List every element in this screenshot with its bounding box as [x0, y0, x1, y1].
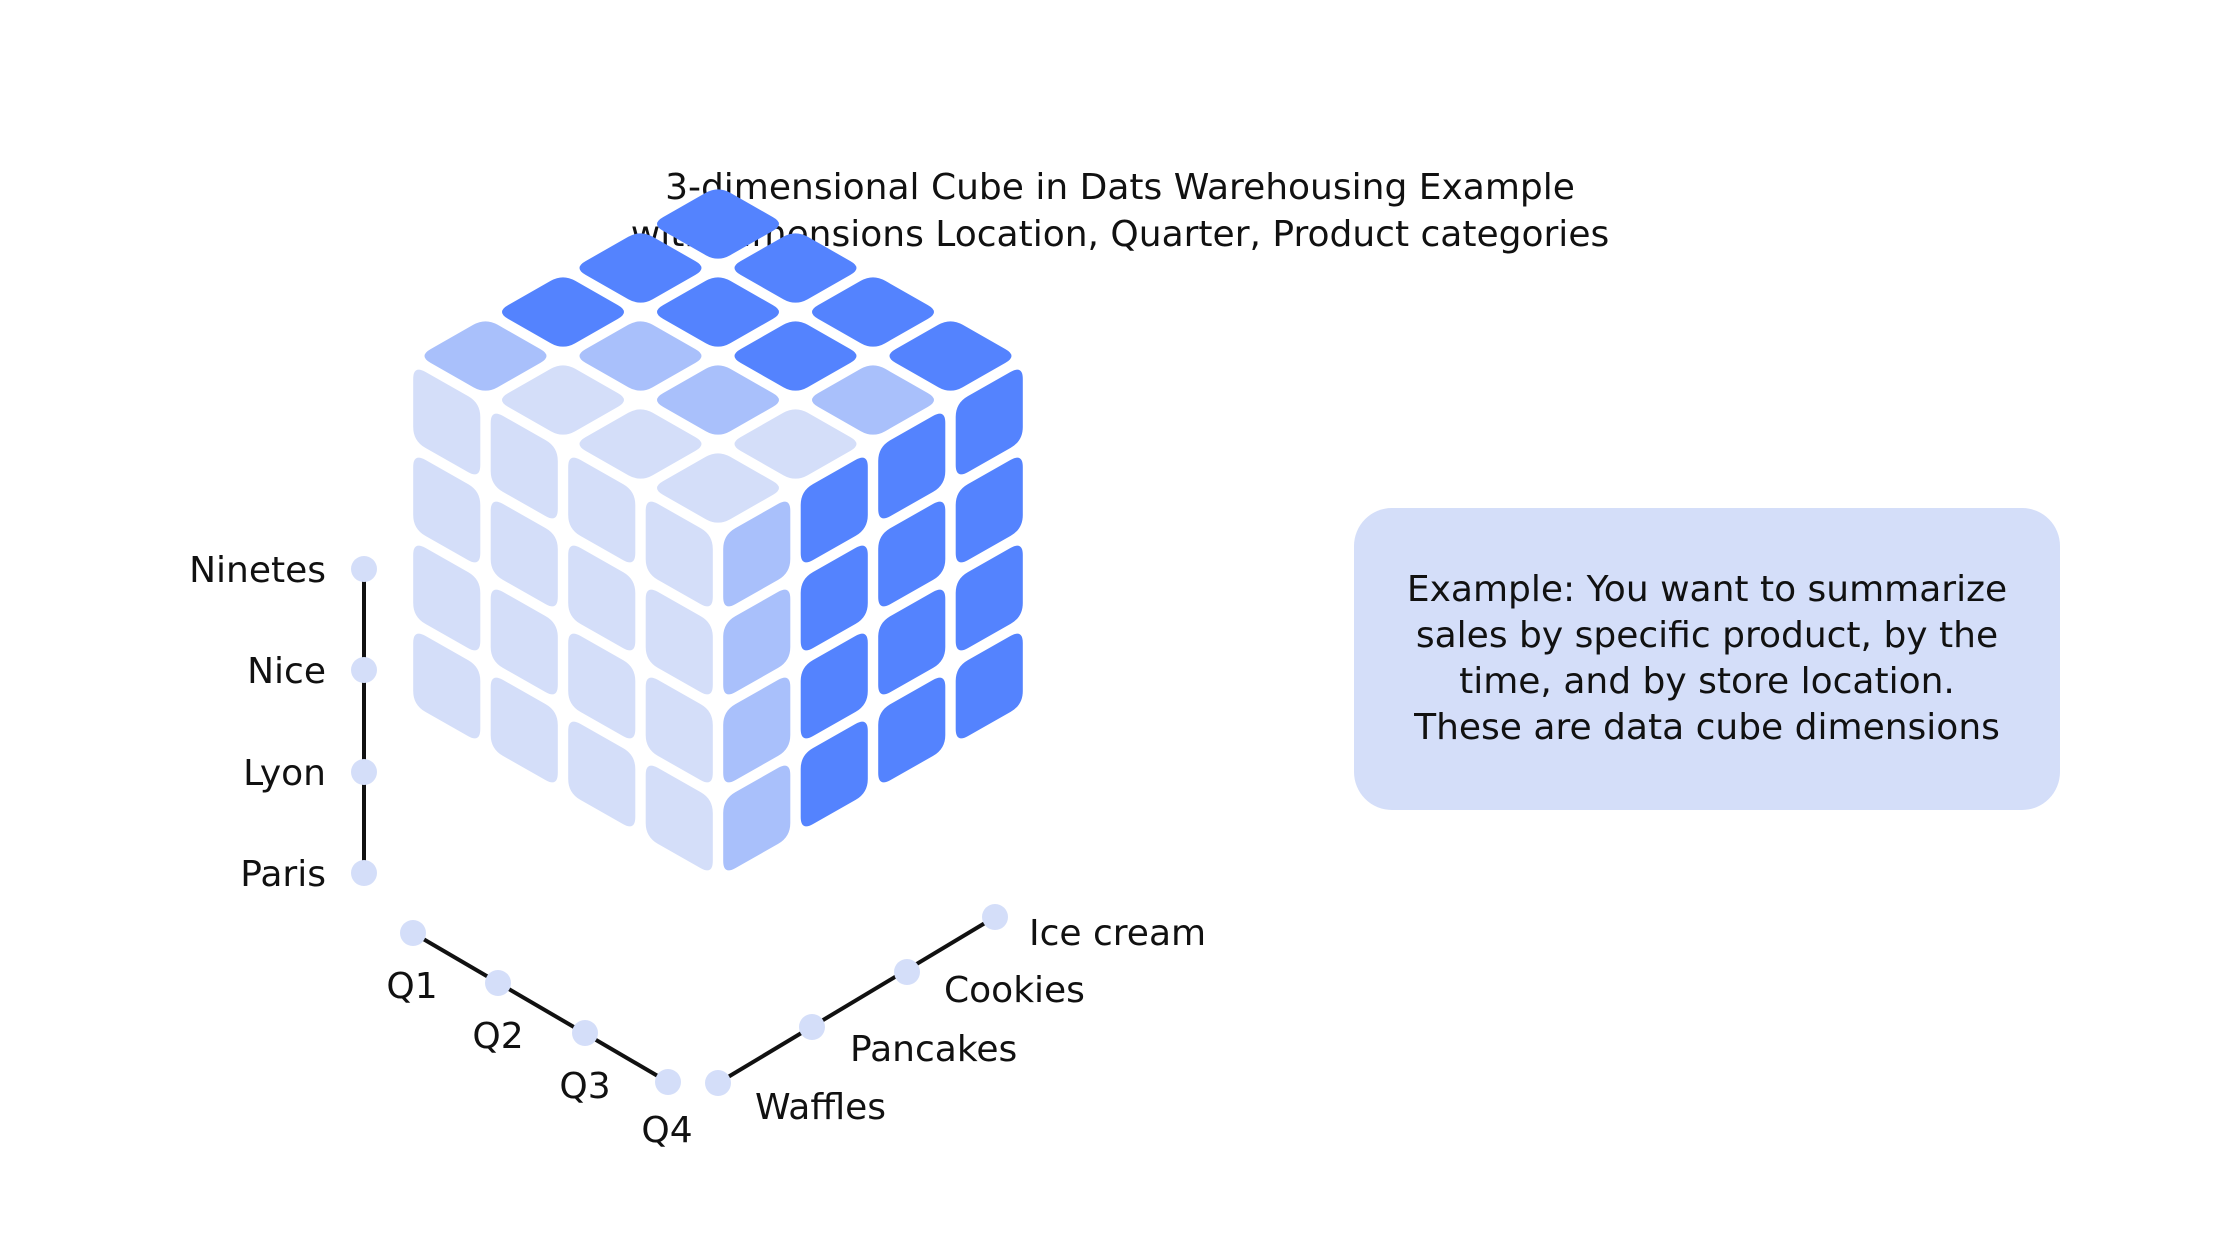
cube-right-tile	[800, 457, 868, 563]
example-text: Example: You want to summarize sales by …	[1407, 567, 2007, 751]
cube-top-tile	[424, 321, 547, 391]
quarter-dot-q4	[655, 1069, 681, 1095]
product-label-pancakes: Pancakes	[850, 1029, 1017, 1070]
quarter-label-q1: Q1	[386, 966, 437, 1007]
cube-front-tile	[413, 633, 481, 739]
cube-right-tile	[878, 589, 946, 695]
product-axis: Waffles Pancakes Cookies Ice cream	[705, 904, 1206, 1128]
cube-top-tile	[657, 277, 779, 347]
cube-top-tile	[657, 453, 779, 523]
quarter-label-q4: Q4	[641, 1110, 692, 1151]
location-label-ninetes: Ninetes	[189, 550, 326, 591]
cube-front-tile	[645, 677, 713, 783]
cube-right-tile	[800, 721, 868, 827]
quarter-dot-q2	[485, 970, 511, 996]
cube-top-tile	[657, 365, 779, 435]
cube-front-tile	[568, 721, 636, 827]
location-dot-ninetes	[351, 556, 377, 582]
cube-right-tile	[955, 457, 1023, 563]
product-label-cookies: Cookies	[944, 970, 1085, 1011]
cube-top-tile	[734, 233, 857, 303]
cube-right-tile	[878, 677, 946, 783]
location-dot-paris	[351, 860, 377, 886]
quarter-label-q3: Q3	[559, 1066, 610, 1107]
cube-right-tile	[955, 633, 1023, 739]
cube-right-tile	[723, 765, 791, 871]
cube-front-tile	[413, 457, 481, 563]
cube-front-tile	[490, 501, 558, 607]
cube-front-tile	[413, 369, 481, 475]
cube-right-tile	[955, 545, 1023, 651]
cube-top-tile	[812, 365, 934, 435]
cube-front-tile	[568, 457, 636, 563]
example-line-2: sales by specific product, by the	[1415, 615, 1999, 656]
cube-top-tile	[579, 321, 702, 391]
product-dot-ice-cream	[982, 904, 1008, 930]
location-dot-lyon	[351, 759, 377, 785]
cube-right-tile	[955, 369, 1023, 475]
cube-front-tile	[645, 501, 713, 607]
product-dot-pancakes	[799, 1014, 825, 1040]
quarter-dot-q1	[400, 920, 426, 946]
cube-top-tile	[579, 233, 702, 303]
cube-front-tile	[490, 413, 558, 519]
product-label-ice-cream: Ice cream	[1029, 913, 1206, 954]
location-label-paris: Paris	[240, 854, 326, 895]
cube-top-tile	[657, 189, 779, 259]
example-line-4: These are data cube dimensions	[1414, 707, 2000, 748]
quarter-label-q2: Q2	[472, 1016, 523, 1057]
cube-right-tile	[800, 545, 868, 651]
cube-right-face	[723, 369, 1023, 871]
location-label-nice: Nice	[247, 651, 326, 692]
cube-top-face	[424, 189, 1012, 523]
cube-right-tile	[723, 589, 791, 695]
quarter-dot-q3	[572, 1020, 598, 1046]
product-dot-waffles	[705, 1070, 731, 1096]
cube-front-tile	[645, 589, 713, 695]
cube-right-tile	[878, 413, 946, 519]
cube-front-tile	[490, 589, 558, 695]
example-line-1: Example: You want to summarize	[1406, 569, 2008, 610]
cube-front-tile	[645, 765, 713, 871]
cube-front-tile	[568, 545, 636, 651]
cube-front-face	[413, 369, 713, 871]
cube-right-tile	[723, 677, 791, 783]
cube-front-tile	[413, 545, 481, 651]
cube-top-tile	[734, 321, 857, 391]
quarter-axis: Q1 Q2 Q3 Q4	[386, 920, 693, 1151]
cube-top-tile	[889, 321, 1012, 391]
cube-top-tile	[579, 409, 702, 479]
cube-top-tile	[734, 409, 857, 479]
cube-right-tile	[800, 633, 868, 739]
location-label-lyon: Lyon	[243, 753, 326, 794]
location-dot-nice	[351, 657, 377, 683]
example-callout: Example: You want to summarize sales by …	[1354, 508, 2060, 810]
product-axis-line	[716, 915, 997, 1085]
quarter-axis-line	[411, 931, 670, 1084]
cube-top-tile	[502, 277, 624, 347]
cube-front-tile	[568, 633, 636, 739]
cube-right-tile	[878, 501, 946, 607]
title-line-1: 3-dimensional Cube in Dats Warehousing E…	[665, 167, 1575, 208]
cube-top-tile	[812, 277, 934, 347]
diagram-title: 3-dimensional Cube in Dats Warehousing E…	[560, 164, 1680, 258]
cube-front-tile	[490, 677, 558, 783]
product-label-waffles: Waffles	[755, 1087, 886, 1128]
location-axis: Ninetes Nice Lyon Paris	[189, 550, 377, 895]
product-dot-cookies	[894, 959, 920, 985]
cube-top-tile	[502, 365, 624, 435]
cube-right-tile	[723, 501, 791, 607]
example-line-3: time, and by store location.	[1459, 661, 1955, 702]
